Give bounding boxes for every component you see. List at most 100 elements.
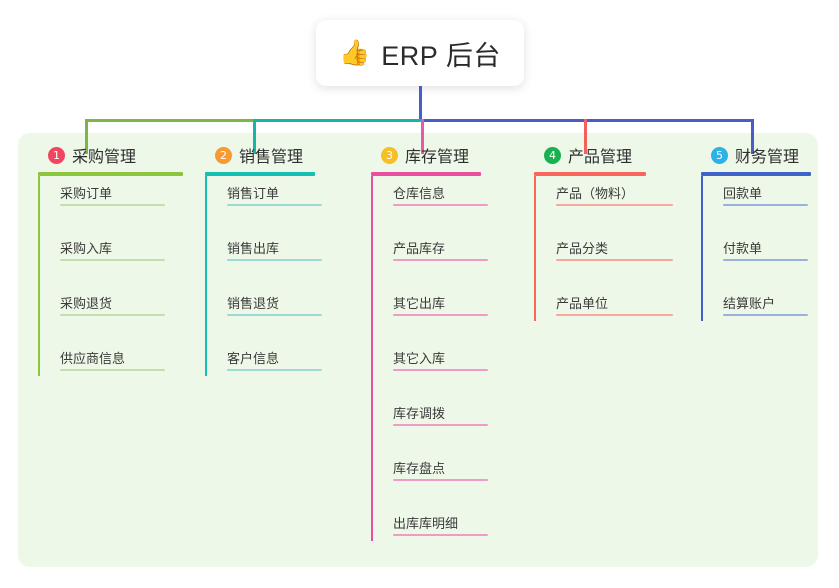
leaf-spine <box>205 176 207 376</box>
leaf-underline <box>556 314 673 316</box>
branch-title: 财务管理 <box>735 149 800 166</box>
root-node[interactable]: 👍 ERP 后台 <box>316 20 524 86</box>
leaf-label: 产品库存 <box>393 241 446 256</box>
leaf-item[interactable]: 库存盘点 <box>371 451 488 506</box>
leaf-item[interactable]: 结算账户 <box>701 286 811 341</box>
leaf-underline <box>227 204 322 206</box>
leaf-item[interactable]: 库存调拨 <box>371 396 488 451</box>
leaf-item[interactable]: 采购入库 <box>38 231 183 286</box>
branch-title: 产品管理 <box>568 149 633 166</box>
leaf-label: 其它入库 <box>393 351 446 366</box>
branch-underline <box>205 172 315 176</box>
leaf-underline <box>60 204 165 206</box>
leaf-underline <box>393 534 488 536</box>
leaf-label: 客户信息 <box>227 351 280 366</box>
leaf-item[interactable]: 销售退货 <box>205 286 322 341</box>
leaf-label: 产品单位 <box>556 296 609 311</box>
leaf-underline <box>556 259 673 261</box>
leaf-label: 结算账户 <box>723 296 776 311</box>
leaf-item[interactable]: 其它出库 <box>371 286 488 341</box>
leaf-label: 库存调拨 <box>393 406 446 421</box>
leaf-underline <box>227 259 322 261</box>
leaf-underline <box>60 369 165 371</box>
leaf-label: 库存盘点 <box>393 461 446 476</box>
leaf-item[interactable]: 付款单 <box>701 231 811 286</box>
leaf-item[interactable]: 客户信息 <box>205 341 322 396</box>
leaf-label: 供应商信息 <box>60 351 126 366</box>
leaf-underline <box>393 479 488 481</box>
leaf-label: 采购退货 <box>60 296 113 311</box>
leaf-item[interactable]: 回款单 <box>701 176 811 231</box>
branch-header-inventory-management[interactable]: 3 库存管理 <box>371 143 488 167</box>
leaf-underline <box>227 369 322 371</box>
leaf-underline <box>723 314 808 316</box>
leaf-list: 销售订单销售出库销售退货客户信息 <box>205 176 322 396</box>
leaf-underline <box>60 259 165 261</box>
leaf-label: 采购订单 <box>60 186 113 201</box>
branch-header-product-management[interactable]: 4 产品管理 <box>534 143 673 167</box>
leaf-label: 采购入库 <box>60 241 113 256</box>
leaf-underline <box>723 259 808 261</box>
leaf-label: 销售订单 <box>227 186 280 201</box>
branch-sales-management: 2 销售管理销售订单销售出库销售退货客户信息 <box>205 143 322 396</box>
bus-green <box>85 119 253 122</box>
leaf-item[interactable]: 产品（物料） <box>534 176 673 231</box>
leaf-underline <box>393 314 488 316</box>
leaf-spine <box>38 176 40 376</box>
branch-title: 库存管理 <box>405 149 470 166</box>
drop-finance <box>751 119 754 154</box>
leaf-list: 仓库信息产品库存其它出库其它入库库存调拨库存盘点出库库明细 <box>371 176 488 561</box>
leaf-item[interactable]: 供应商信息 <box>38 341 183 396</box>
leaf-label: 销售退货 <box>227 296 280 311</box>
branch-finance-management: 5 财务管理回款单付款单结算账户 <box>701 143 811 341</box>
leaf-label: 销售出库 <box>227 241 280 256</box>
leaf-underline <box>393 259 488 261</box>
thumbs-up-icon: 👍 <box>339 38 371 67</box>
leaf-item[interactable]: 销售出库 <box>205 231 322 286</box>
leaf-label: 仓库信息 <box>393 186 446 201</box>
drop-product <box>584 119 587 154</box>
leaf-underline <box>393 424 488 426</box>
leaf-label: 回款单 <box>723 186 763 201</box>
branch-underline <box>534 172 646 176</box>
branch-header-finance-management[interactable]: 5 财务管理 <box>701 143 811 167</box>
branch-underline <box>371 172 481 176</box>
branch-number-badge: 1 <box>48 146 65 164</box>
leaf-item[interactable]: 产品库存 <box>371 231 488 286</box>
leaf-list: 回款单付款单结算账户 <box>701 176 811 341</box>
leaf-item[interactable]: 销售订单 <box>205 176 322 231</box>
leaf-spine <box>701 176 703 321</box>
branch-number-badge: 5 <box>711 146 728 164</box>
leaf-label: 付款单 <box>723 241 763 256</box>
leaf-item[interactable]: 仓库信息 <box>371 176 488 231</box>
branch-underline <box>38 172 183 176</box>
leaf-item[interactable]: 采购订单 <box>38 176 183 231</box>
branch-number-badge: 3 <box>381 146 398 164</box>
leaf-item[interactable]: 产品分类 <box>534 231 673 286</box>
branch-title: 销售管理 <box>239 149 304 166</box>
leaf-list: 产品（物料） 产品分类产品单位 <box>534 176 673 341</box>
branch-header-sales-management[interactable]: 2 销售管理 <box>205 143 322 167</box>
branch-product-management: 4 产品管理产品（物料） 产品分类产品单位 <box>534 143 673 341</box>
leaf-item[interactable]: 采购退货 <box>38 286 183 341</box>
leaf-underline <box>227 314 322 316</box>
branch-number-badge: 4 <box>544 146 561 164</box>
leaf-underline <box>393 204 488 206</box>
leaf-item[interactable]: 产品单位 <box>534 286 673 341</box>
leaf-underline <box>60 314 165 316</box>
leaf-label: 其它出库 <box>393 296 446 311</box>
leaf-item[interactable]: 其它入库 <box>371 341 488 396</box>
branch-number-badge: 2 <box>215 146 232 164</box>
leaf-item[interactable]: 出库库明细 <box>371 506 488 561</box>
leaf-label: 出库库明细 <box>393 516 459 531</box>
leaf-spine <box>371 176 373 541</box>
leaf-label: 产品（物料） <box>556 186 635 201</box>
leaf-underline <box>723 204 808 206</box>
branch-inventory-management: 3 库存管理仓库信息产品库存其它出库其它入库库存调拨库存盘点出库库明细 <box>371 143 488 561</box>
leaf-label: 产品分类 <box>556 241 609 256</box>
root-title: ERP 后台 <box>381 40 501 71</box>
branch-underline <box>701 172 811 176</box>
drop-purchase <box>85 119 88 154</box>
leaf-list: 采购订单采购入库采购退货供应商信息 <box>38 176 183 396</box>
